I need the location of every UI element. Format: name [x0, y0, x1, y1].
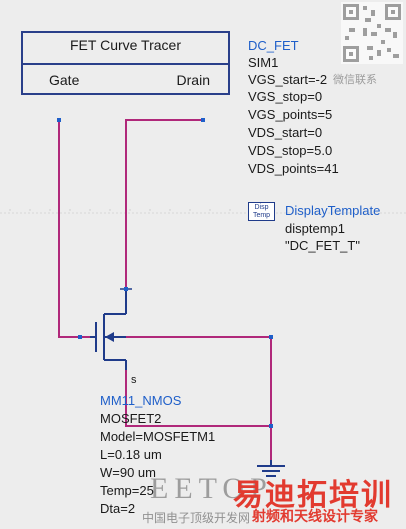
- display-template-icon-text-2: Temp: [252, 212, 271, 219]
- transistor-param: W=90 um: [100, 465, 156, 480]
- sim-param: VGS_stop=0: [248, 89, 323, 104]
- display-template-icon-text-1: Disp: [254, 204, 269, 211]
- tracer-drain-label: Drain: [176, 72, 210, 88]
- display-template-value: "DC_FET_T": [285, 238, 360, 253]
- bulk-wire: [125, 362, 272, 460]
- transistor-param: Temp=25: [100, 483, 154, 498]
- sim-param: VDS_points=41: [248, 161, 339, 176]
- brand-en-watermark: EETOP: [150, 472, 273, 505]
- sim-param: VDS_stop=5.0: [248, 143, 333, 158]
- mosfet-symbol[interactable]: [90, 288, 132, 370]
- drain-wire: [125, 119, 203, 289]
- source-pin-label: s: [131, 374, 137, 386]
- display-template-icon[interactable]: Disp Temp: [248, 202, 275, 221]
- brand-cn-text: 易迪拓培训: [233, 479, 393, 512]
- sim-name[interactable]: DC_FET: [248, 38, 299, 53]
- pin-markers: [57, 118, 273, 428]
- sim-param: VGS_points=5: [248, 107, 333, 122]
- transistor-param: L=0.18 um: [100, 447, 162, 462]
- sub2-watermark: 射频和天线设计专家: [252, 508, 378, 524]
- mosfet-pin-dots: [78, 287, 128, 339]
- qr-code-watermark: [341, 2, 403, 64]
- display-template-name[interactable]: DisplayTemplate: [285, 203, 381, 218]
- gate-wire: [58, 120, 90, 338]
- sub-watermark: 中国电子顶级开发网: [142, 511, 251, 525]
- tracer-gate-label: Gate: [49, 72, 80, 88]
- display-template-instance: disptemp1: [285, 221, 345, 236]
- sim-param: VGS_start=-2: [248, 72, 328, 87]
- fet-curve-tracer-box[interactable]: FET Curve Tracer Gate Drain: [21, 31, 230, 95]
- wires: [58, 119, 272, 460]
- transistor-instance: MOSFET2: [100, 411, 162, 426]
- sim-param: VDS_start=0: [248, 125, 323, 140]
- transistor-param: Dta=2: [100, 501, 136, 516]
- tracer-divider: [23, 63, 228, 65]
- grid-dots: [9, 209, 231, 211]
- ground-symbol[interactable]: [257, 460, 285, 477]
- tracer-title: FET Curve Tracer: [70, 37, 181, 53]
- sim-instance: SIM1: [248, 55, 279, 70]
- transistor-param: Model=MOSFETM1: [100, 429, 216, 444]
- qr-caption-watermark: 微信联系: [333, 74, 377, 86]
- transistor-model-name[interactable]: MM11_NMOS: [100, 393, 182, 408]
- brand-cn-watermark: 易迪拓培训: [233, 470, 393, 514]
